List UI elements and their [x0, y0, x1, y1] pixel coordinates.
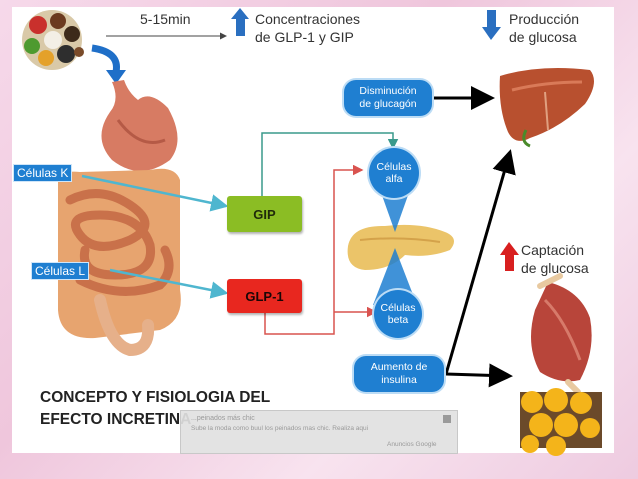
glucagon-line1: Disminución: [359, 85, 417, 97]
insulin-line1: Aumento de: [370, 361, 428, 373]
pancreas-illustration: [347, 224, 454, 270]
glp1-alpha-connector: [264, 164, 364, 335]
alpha-cells-circle: Células alfa: [369, 148, 419, 198]
curved-arrow-icon: [91, 44, 120, 73]
food-plate-icon: [22, 10, 84, 70]
insulin-increase-pill: Aumento de insulina: [354, 356, 444, 392]
ad-body: Sube la moda como buul los peinados mas …: [191, 425, 369, 432]
glucagon-decrease-pill: Disminución de glucagón: [344, 80, 432, 116]
alpha-cells-line2: alfa: [385, 173, 403, 185]
uptake-line1: Captación: [521, 242, 585, 258]
insulin-line2: insulina: [381, 374, 417, 386]
ad-headline[interactable]: ...peinados más chic: [191, 415, 255, 422]
muscle-illustration: [531, 273, 592, 395]
diagram-title-line2: EFECTO INCRETINA: [40, 411, 192, 428]
concentrations-line2: de GLP-1 y GIP: [255, 29, 354, 45]
gip-box: GIP: [227, 196, 302, 232]
glucagon-line2: de glucagón: [359, 98, 417, 110]
l-cell-arrow: [109, 268, 229, 299]
overlay-ad[interactable]: ...peinados más chic Sube la moda como b…: [180, 410, 458, 454]
production-line2: de glucosa: [509, 29, 577, 45]
digestive-system-illustration: [58, 80, 181, 357]
glp1-box: GLP-1: [227, 279, 302, 313]
ad-close-icon[interactable]: [443, 415, 451, 423]
time-label: 5-15min: [140, 11, 191, 27]
beta-cells-line2: beta: [387, 314, 409, 326]
uptake-line2: de glucosa: [521, 260, 589, 276]
diagram-title-line1: CONCEPTO Y FISIOLOGIA DEL: [40, 389, 271, 406]
k-cell-arrow: [81, 174, 229, 212]
l-cells-label: Células L: [31, 262, 90, 280]
beta-cells-line1: Células: [380, 302, 416, 314]
beta-cells-circle: Células beta: [374, 290, 422, 338]
insulin-muscle-arrow: [445, 363, 513, 388]
uptake-up-arrow-icon: [500, 242, 519, 271]
gip-connector: [261, 132, 399, 196]
adipose-tissue-illustration: [520, 388, 602, 456]
production-line1: Producción: [509, 11, 580, 27]
down-arrow-icon: [482, 10, 501, 40]
concentrations-line1: Concentraciones: [255, 11, 361, 27]
up-arrow-icon: [231, 8, 249, 36]
liver-illustration: [499, 68, 594, 148]
k-cells-label: Células K: [13, 164, 73, 182]
insulin-liver-arrow: [444, 149, 516, 375]
alpha-cells-line1: Células: [376, 161, 412, 173]
ad-footer: Anuncios Google: [387, 441, 437, 448]
